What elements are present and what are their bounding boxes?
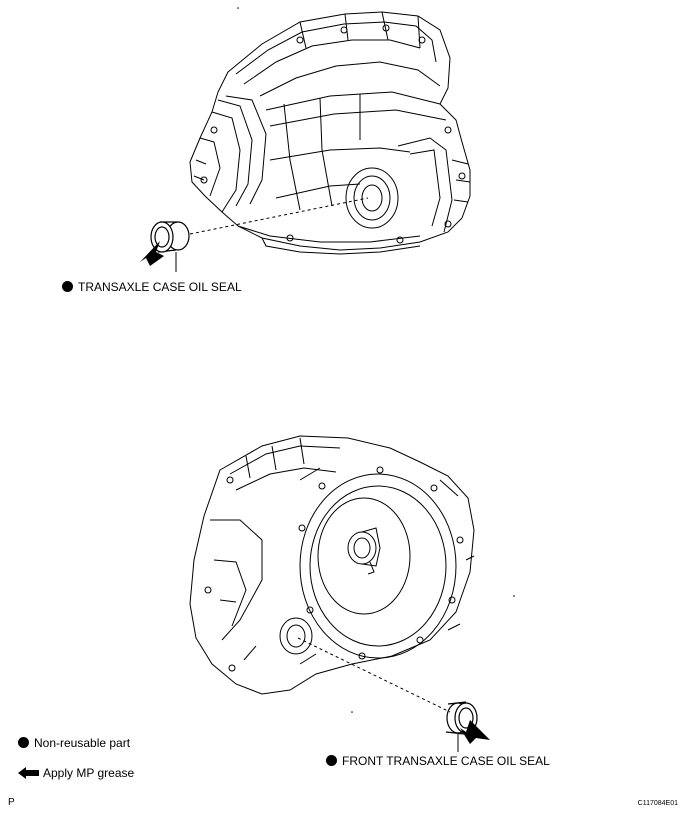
bottom-transaxle-case-drawing bbox=[189, 435, 475, 695]
top-seal-label: TRANSAXLE CASE OIL SEAL bbox=[62, 280, 242, 294]
bottom-alignment-dashed-line bbox=[297, 637, 451, 713]
legend-non-reusable-text: Non-reusable part bbox=[34, 736, 131, 750]
top-seal-label-text: TRANSAXLE CASE OIL SEAL bbox=[78, 280, 242, 294]
top-transaxle-case-drawing bbox=[189, 11, 471, 255]
legend-apply-grease: Apply MP grease bbox=[18, 766, 134, 780]
non-reusable-legend-icon bbox=[18, 737, 29, 748]
figure-code: C117084E01 bbox=[637, 800, 678, 807]
grease-arrow-legend-icon bbox=[18, 767, 39, 779]
bottom-grease-arrow-icon bbox=[460, 720, 490, 744]
top-alignment-dashed-line bbox=[189, 197, 369, 235]
transaxle-case-oil-seal-part bbox=[150, 221, 190, 253]
legend-non-reusable: Non-reusable part bbox=[18, 736, 130, 750]
non-reusable-bullet-icon bbox=[326, 755, 337, 766]
non-reusable-bullet-icon bbox=[62, 281, 73, 292]
legend-apply-grease-text: Apply MP grease bbox=[43, 766, 135, 780]
bottom-seal-label: FRONT TRANSAXLE CASE OIL SEAL bbox=[326, 754, 550, 768]
footer-left-code: P bbox=[8, 797, 15, 808]
top-grease-arrow-icon bbox=[140, 241, 164, 266]
bottom-seal-label-text: FRONT TRANSAXLE CASE OIL SEAL bbox=[342, 754, 550, 768]
